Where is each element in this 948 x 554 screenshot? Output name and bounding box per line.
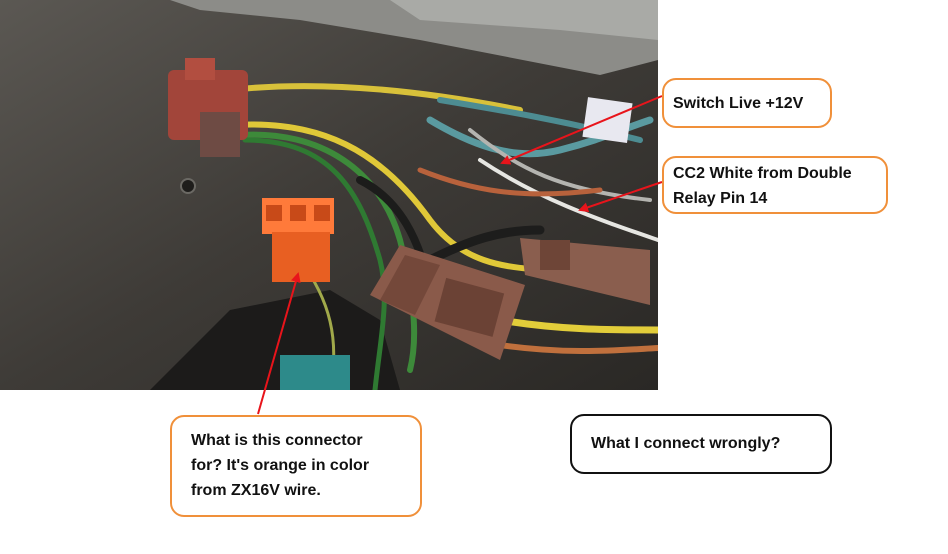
callout-switch-live-text: Switch Live +12V [673,95,804,112]
callout-switch-live: Switch Live +12V [662,78,832,128]
callout-wrong-question-text: What I connect wrongly? [591,435,781,452]
callout-cc2-white-line1: CC2 White from Double [673,165,852,182]
callout-wrong-question: What I connect wrongly? [570,414,832,474]
red-connector [168,58,248,157]
label-sticker [582,97,633,144]
teal-connector [280,355,350,390]
callout-orange-connector-line2: for? It's orange in color [191,457,370,474]
orange-connector [262,198,334,282]
callout-cc2-white: CC2 White from Double Relay Pin 14 [662,156,888,214]
callout-cc2-white-line2: Relay Pin 14 [673,190,768,207]
callout-orange-connector-line1: What is this connector [191,432,363,449]
brown-connector-right [520,238,650,305]
metal-panel-highlight [390,0,658,40]
brown-connector-main [370,245,525,360]
callout-orange-connector: What is this connector for? It's orange … [170,415,422,517]
callout-orange-connector-line3: from ZX16V wire. [191,482,321,499]
wiring-harness-illustration [0,0,658,390]
wiring-photo [0,0,658,390]
bolt [180,178,196,194]
